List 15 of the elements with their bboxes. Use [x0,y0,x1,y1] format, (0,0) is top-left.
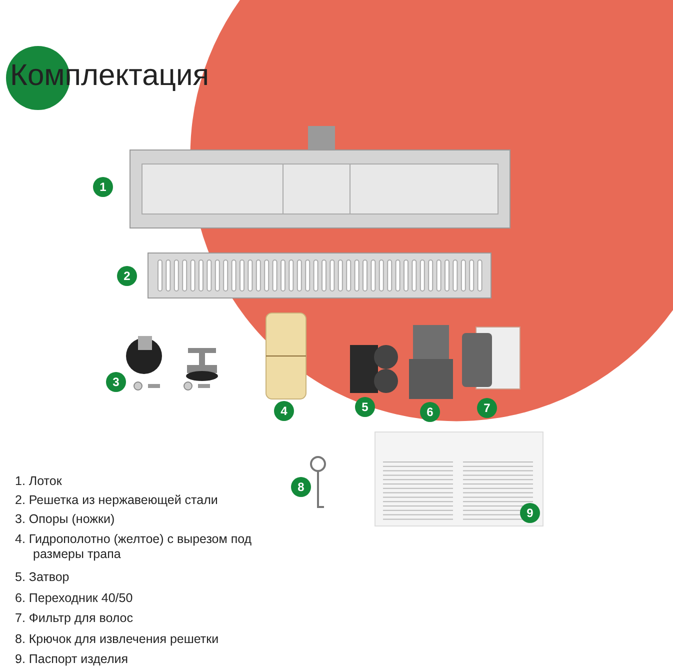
callout-number: 8 [291,477,311,497]
callout-number: 3 [106,372,126,392]
list-item: 4. Гидрополотно (желтое) с вырезом под размеры трапа [15,532,253,562]
list-item: 2. Решетка из нержавеющей стали [15,493,219,508]
list-item: 6. Переходник 40/50 [15,591,134,606]
list-item: 8. Крючок для извлечения решетки [15,632,220,647]
list-item: 5. Затвор [15,570,70,585]
callout-number: 4 [274,401,294,421]
list-item: 7. Фильтр для волос [15,611,134,626]
callout-number: 5 [355,397,375,417]
list-item: 9. Паспорт изделия [15,652,129,667]
list-item: 1. Лоток [15,474,63,489]
list-item: 3. Опоры (ножки) [15,512,116,527]
callout-number: 2 [117,266,137,286]
callout-number: 1 [93,177,113,197]
